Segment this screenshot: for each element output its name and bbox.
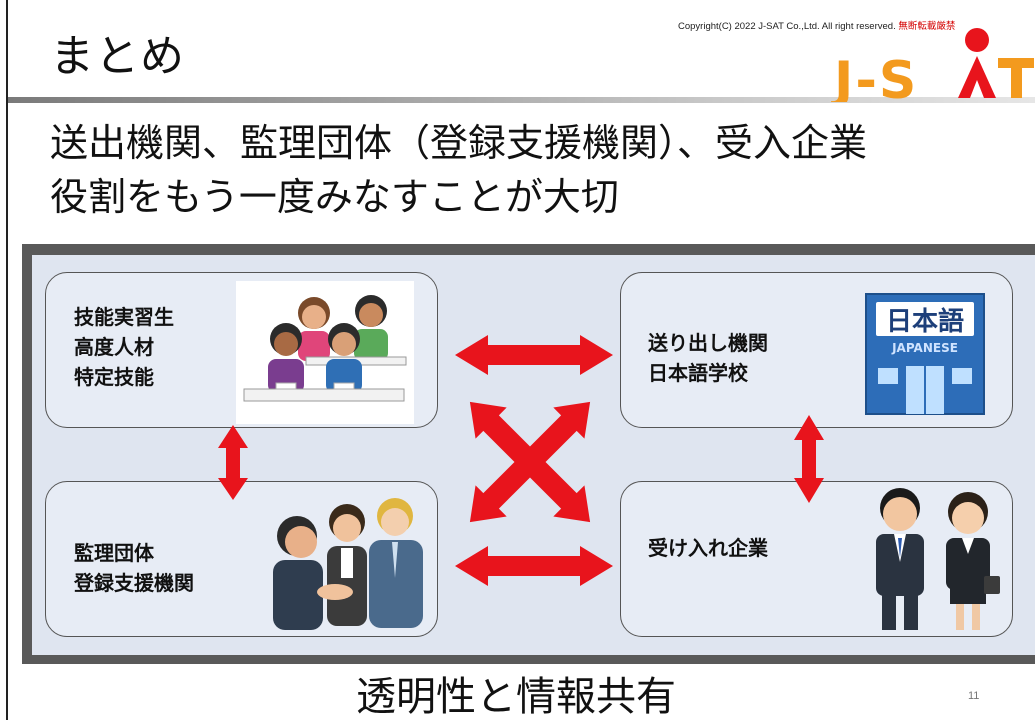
copyright-line: Copyright(C) 2022 J-SAT Co.,Ltd. All rig… — [678, 21, 896, 32]
slide-title: まとめ — [50, 31, 185, 82]
school-building-illustration: 日本語 JAPANESE — [865, 293, 985, 415]
businesspeople-illustration — [876, 488, 1000, 630]
heading-line-1: 送出機関、監理団体（登録支援機関）、受入企業 — [50, 121, 868, 165]
node-supervising-label: 監理団体 登録支援機関 — [74, 538, 194, 598]
sending-line-1: 送り出し機関 — [648, 331, 768, 355]
supervising-line-1: 監理団体 — [74, 541, 154, 565]
heading-line-2: 役割をもう一度みなすことが大切 — [50, 175, 619, 219]
sending-line-2: 日本語学校 — [648, 361, 748, 385]
company-line-1: 受け入れ企業 — [648, 536, 768, 560]
students-illustration — [236, 281, 414, 424]
page-number: 11 — [968, 690, 980, 702]
node-company-label: 受け入れ企業 — [648, 533, 768, 563]
supervising-line-2: 登録支援機関 — [74, 571, 194, 595]
trainees-line-3: 特定技能 — [74, 365, 154, 389]
node-sending-label: 送り出し機関 日本語学校 — [648, 328, 768, 388]
main-heading: 送出機関、監理団体（登録支援機関）、受入企業 役割をもう一度みなすことが大切 — [50, 116, 867, 224]
footer-message: 透明性と情報共有 — [356, 674, 676, 720]
title-divider — [8, 97, 1035, 103]
school-sign-sub: JAPANESE — [891, 341, 958, 355]
school-sign-text: 日本語 — [886, 306, 964, 337]
svg-text:J-S: J-S — [831, 51, 918, 102]
jsat-logo: J-S — [831, 28, 1034, 102]
trainees-line-2: 高度人材 — [74, 335, 154, 359]
handshake-illustration — [273, 498, 423, 630]
copyright-notice: 無断転載厳禁 — [898, 21, 956, 32]
node-trainees-label: 技能実習生 高度人材 特定技能 — [74, 302, 174, 392]
trainees-line-1: 技能実習生 — [74, 305, 174, 329]
copyright-text: Copyright(C) 2022 J-SAT Co.,Ltd. All rig… — [678, 18, 955, 32]
slide-frame — [6, 0, 1035, 720]
